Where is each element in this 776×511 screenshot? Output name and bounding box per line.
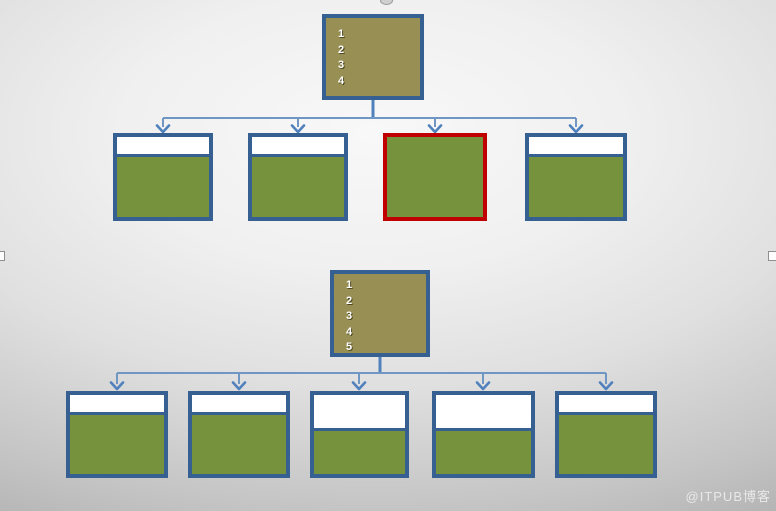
leaf-used-space bbox=[70, 415, 164, 474]
leaf-free-space bbox=[117, 137, 209, 157]
leaf-node bbox=[188, 391, 290, 478]
root1-key: 3 bbox=[338, 59, 345, 71]
root1-key: 2 bbox=[338, 43, 345, 56]
leaf-used-space bbox=[559, 415, 653, 474]
root-node-2: 1 2 3 4 5 bbox=[330, 270, 430, 357]
leaf-free-space bbox=[436, 395, 531, 431]
root2-key: 5 bbox=[346, 341, 353, 353]
root-node-1: 1 2 3 4 bbox=[322, 14, 424, 100]
leaf-used-space bbox=[117, 157, 209, 217]
root2-key: 1 bbox=[346, 279, 353, 291]
leaf-used-space bbox=[436, 431, 531, 474]
leaf-free-space bbox=[529, 137, 623, 157]
rotation-handle[interactable] bbox=[380, 0, 393, 5]
root1-key: 4 bbox=[338, 74, 345, 87]
leaf-free-space bbox=[70, 395, 164, 415]
selection-handle-right[interactable] bbox=[768, 251, 776, 261]
selection-handle-left[interactable] bbox=[0, 251, 5, 261]
root2-key: 4 bbox=[346, 325, 353, 338]
leaf-node bbox=[432, 391, 535, 478]
leaf-node bbox=[66, 391, 168, 478]
root1-key: 1 bbox=[338, 28, 345, 40]
leaf-used-space bbox=[387, 137, 483, 217]
leaf-used-space bbox=[529, 157, 623, 217]
leaf-free-space bbox=[192, 395, 286, 415]
leaf-free-space bbox=[252, 137, 344, 157]
leaf-node bbox=[310, 391, 409, 478]
leaf-used-space bbox=[252, 157, 344, 217]
root2-key: 2 bbox=[346, 294, 353, 307]
leaf-node-highlighted bbox=[383, 133, 487, 221]
root2-key: 3 bbox=[346, 310, 353, 322]
leaf-node bbox=[525, 133, 627, 221]
leaf-node bbox=[555, 391, 657, 478]
leaf-used-space bbox=[192, 415, 286, 474]
leaf-node bbox=[248, 133, 348, 221]
leaf-free-space bbox=[314, 395, 405, 431]
watermark: @ITPUB博客 bbox=[685, 489, 771, 504]
leaf-node bbox=[113, 133, 213, 221]
leaf-used-space bbox=[314, 431, 405, 474]
leaf-free-space bbox=[559, 395, 653, 415]
